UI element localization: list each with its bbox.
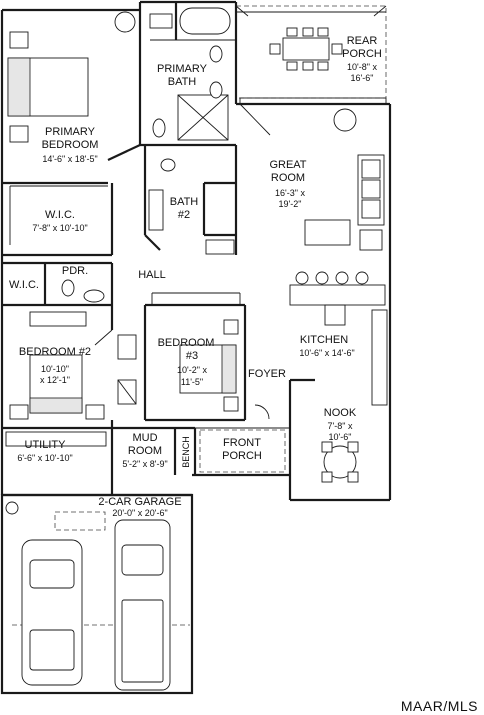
bath-2-fixtures <box>148 158 235 255</box>
bedroom-2-dims-2: x 12'-1" <box>40 375 70 385</box>
wic-1-dims: 7'-8" x 10'-10" <box>32 223 87 233</box>
nook-dims-2: 10'-6" <box>329 432 352 442</box>
watermark-text: MAAR/MLS <box>401 698 478 714</box>
wic-1-label: W.I.C. <box>45 209 75 221</box>
rear-porch-label-2: PORCH <box>342 48 382 60</box>
bedroom-2-bed-icon <box>9 311 105 420</box>
bedroom-3-dims-2: 11'-5" <box>181 377 203 387</box>
kitchen-dims: 10'-6" x 14'-6" <box>299 348 354 358</box>
hall-label: HALL <box>138 269 166 281</box>
rear-porch-dims-2: 16'-6" <box>351 73 374 83</box>
bath-2-label-2: #2 <box>178 209 190 221</box>
primary-bedroom-dims: 14'-6" x 18'-5" <box>42 154 97 164</box>
nook-table-icon <box>321 441 359 483</box>
pdr-fixtures <box>61 279 105 303</box>
bedroom-2-dims-1: 10'-10" <box>41 364 69 374</box>
primary-bed-icon <box>7 11 136 143</box>
garage-label: 2-CAR GARAGE <box>98 496 181 508</box>
great-room-furniture <box>304 108 385 251</box>
porch-dining-set <box>269 27 343 71</box>
front-porch-label-2: PORCH <box>222 450 262 462</box>
front-porch-label-1: FRONT <box>223 437 261 449</box>
kitchen-fixtures <box>289 271 388 406</box>
kitchen-label: KITCHEN <box>300 334 348 346</box>
foyer-label: FOYER <box>248 368 286 380</box>
primary-bath-fixtures <box>149 7 231 141</box>
garage-dims: 20'-0" x 20'-6" <box>112 508 167 518</box>
mud-room-label-2: ROOM <box>128 445 162 457</box>
primary-bedroom-label-1: PRIMARY <box>45 126 96 138</box>
rear-porch-label-1: REAR <box>347 35 378 47</box>
utility-label: UTILITY <box>25 439 67 451</box>
hall-closets <box>117 334 137 405</box>
mud-room-label-1: MUD <box>132 432 157 444</box>
bedroom-3-bed-icon <box>179 319 239 412</box>
bedroom-3-label-2: #3 <box>186 350 198 362</box>
nook-dims-1: 7'-8" x <box>328 421 353 431</box>
car-left-icon <box>21 539 83 686</box>
pdr-label: PDR. <box>62 265 88 277</box>
interior-walls <box>2 2 315 495</box>
great-room-dims-2: 19'-2" <box>279 199 302 209</box>
utility-dims: 6'-6" x 10'-10" <box>17 453 72 463</box>
rear-porch-dims-1: 10'-8" x <box>347 62 377 72</box>
bedroom-2-label: BEDROOM #2 <box>19 346 91 358</box>
great-room-label-1: GREAT <box>269 159 306 171</box>
nook-label: NOOK <box>324 407 357 419</box>
front-porch-area <box>199 404 286 473</box>
mud-room-dims: 5'-2" x 8'-9" <box>122 459 167 469</box>
bench-label: BENCH <box>181 436 191 468</box>
primary-bedroom-label-2: BEDROOM <box>42 139 99 151</box>
bedroom-3-label-1: BEDROOM <box>158 337 215 349</box>
car-right-icon <box>114 519 171 691</box>
great-room-label-2: ROOM <box>271 172 305 184</box>
primary-bath-label-2: BATH <box>168 76 197 88</box>
utility-fixtures <box>5 431 107 447</box>
bath-2-label-1: BATH <box>170 196 199 208</box>
bedroom-3-dims-1: 10'-2" x <box>177 365 207 375</box>
primary-bath-label-1: PRIMARY <box>157 63 208 75</box>
wic-2-label: W.I.C. <box>9 279 39 291</box>
great-room-dims-1: 16'-3" x <box>275 188 305 198</box>
